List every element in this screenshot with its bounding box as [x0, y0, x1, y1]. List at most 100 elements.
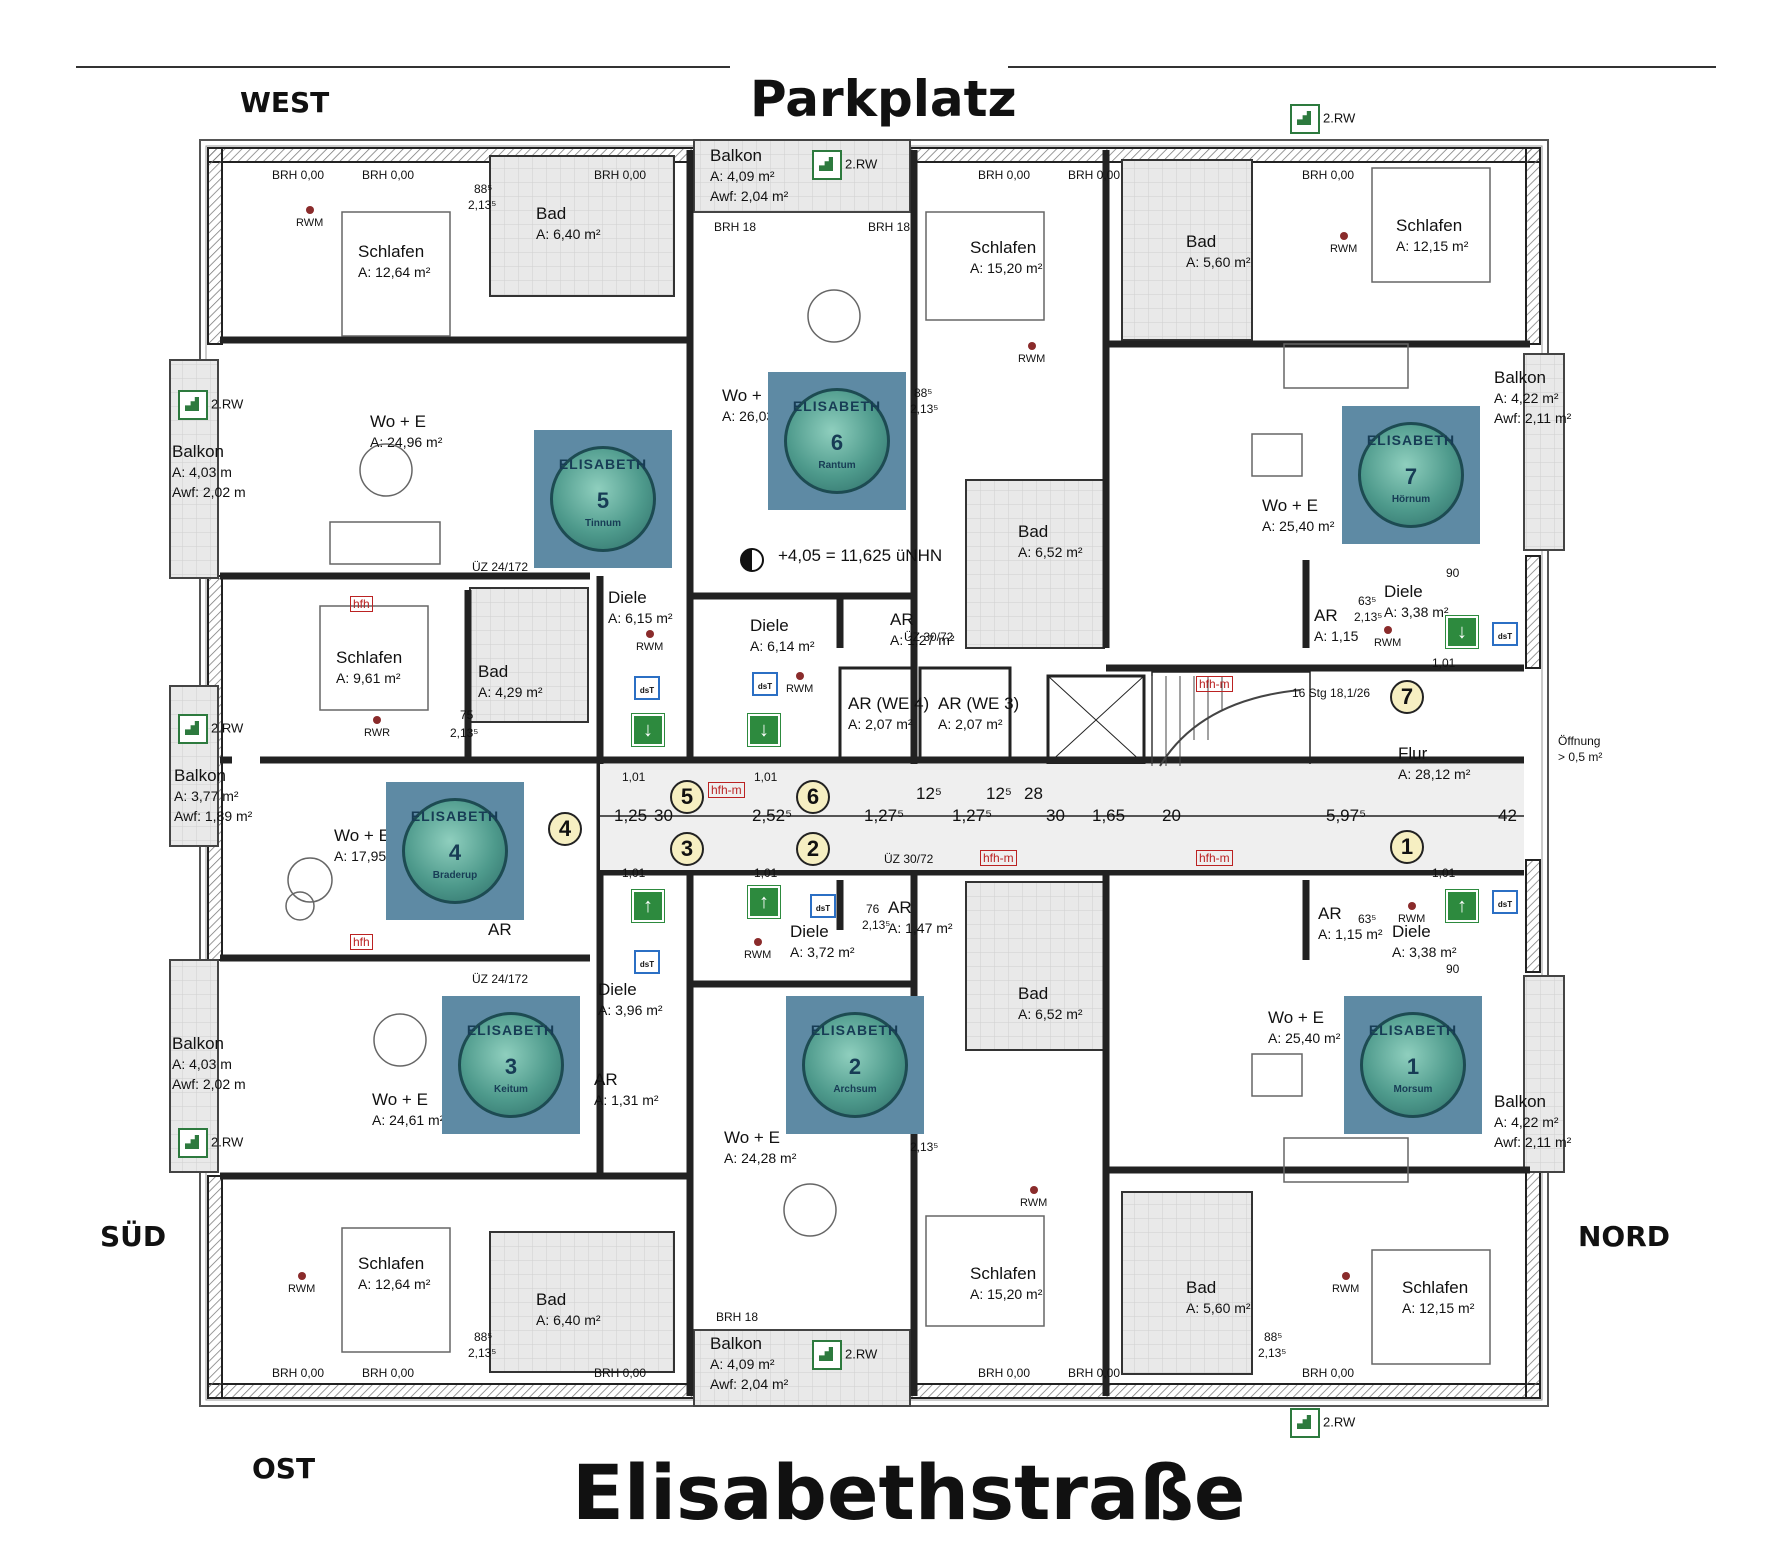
- room-area: A: 5,60 m²: [1186, 254, 1251, 270]
- brh-label: BRH 0,00: [978, 1366, 1031, 1380]
- heater-label: hfh-m: [1196, 850, 1233, 866]
- lintel-label: ÜZ 30/72: [884, 852, 934, 866]
- escape-window-icon: [178, 390, 208, 420]
- room-awf: Awf: 2,11 m²: [1494, 1134, 1572, 1150]
- height-label: 88⁵: [474, 182, 493, 196]
- room-area: A: 2,07 m²: [938, 716, 1003, 732]
- compass-sued: SÜD: [100, 1220, 167, 1253]
- elevation-label: +4,05 = 11,625 üNHN: [778, 546, 943, 565]
- door-width-label: 1,01: [1432, 656, 1456, 670]
- room-name: Balkon: [1494, 1092, 1546, 1111]
- room-name: Schlafen: [970, 1264, 1037, 1283]
- height-label: 2,13⁵: [910, 402, 939, 416]
- room-name: Diele: [598, 980, 637, 999]
- entrance-marker-5[interactable]: 5: [670, 780, 704, 814]
- compass-nord: NORD: [1578, 1220, 1671, 1253]
- escape-window-icon: [812, 150, 842, 180]
- room-name: Bad: [536, 1290, 567, 1309]
- brh-label: BRH 0,00: [594, 168, 647, 182]
- header-rule-left: [76, 66, 730, 68]
- heater-label: hfh-m: [1196, 676, 1233, 692]
- badge-place: Hörnum: [1391, 494, 1431, 505]
- badge-number: 6: [830, 430, 844, 455]
- smoke-detector: RWM: [1018, 342, 1045, 365]
- room-name: Schlafen: [970, 238, 1037, 257]
- badge-number: 5: [596, 488, 610, 513]
- room-name: Balkon: [1494, 368, 1546, 387]
- door-width-label: 1,01: [622, 866, 646, 880]
- height-label: 88⁵: [474, 1330, 493, 1344]
- entrance-marker-7[interactable]: 7: [1390, 680, 1424, 714]
- escape-route-balkon-4: 2.RW: [178, 714, 243, 744]
- dim-10: 1,65: [1092, 806, 1126, 825]
- entrance-marker-2[interactable]: 2: [796, 832, 830, 866]
- badge-place: Morsum: [1393, 1084, 1433, 1095]
- room-ar-we3: AR (WE 3)A: 2,07 m²: [938, 694, 1019, 734]
- lintel-label: ÜZ 24/172: [472, 560, 529, 574]
- room-area: A: 6,52 m²: [1018, 1006, 1083, 1022]
- smoke-detector: RWM: [786, 672, 813, 695]
- heater-label: hfh-m: [980, 850, 1017, 866]
- room-name: Schlafen: [1402, 1278, 1469, 1297]
- entrance-marker-1[interactable]: 1: [1390, 830, 1424, 864]
- room-area: A: 6,14 m²: [750, 638, 815, 654]
- room-name: Schlafen: [358, 1254, 425, 1273]
- entrance-marker-6[interactable]: 6: [796, 780, 830, 814]
- brh-label: BRH 18: [868, 220, 911, 234]
- elevation-marker: [740, 548, 764, 572]
- escape-window-icon: [1290, 1408, 1320, 1438]
- room-name: Bad: [1018, 984, 1049, 1003]
- room-area: A: 3,38 m²: [1392, 944, 1457, 960]
- escape-route-top-right: 2.RW: [1290, 104, 1355, 134]
- entrance-marker-3[interactable]: 3: [670, 832, 704, 866]
- dim-6: 1,27⁵: [952, 806, 993, 825]
- room-area: A: 15,20 m²: [970, 1286, 1043, 1302]
- room-area: A: 3,72 m²: [790, 944, 855, 960]
- badge-disc: [1358, 422, 1464, 528]
- smoke-detector: RWM: [1398, 902, 1425, 925]
- height-label: 63⁵: [1358, 912, 1377, 926]
- height-label: 88⁵: [914, 386, 933, 400]
- room-name: Bad: [1186, 1278, 1217, 1297]
- smoke-detector: RWM: [744, 938, 771, 961]
- badge-place: Archsum: [833, 1084, 877, 1095]
- street-elisabethstrasse: Elisabethstraße: [572, 1448, 1246, 1537]
- exit-arrow-down-icon: ↓: [747, 713, 781, 747]
- smoke-detector: RWM: [1332, 1272, 1359, 1295]
- room-name: AR: [1318, 904, 1342, 923]
- room-name: AR (WE 4): [848, 694, 930, 713]
- room-name: Wo + E: [724, 1128, 780, 1147]
- room-area: A: 17,95: [334, 848, 387, 864]
- brh-label: BRH 0,00: [594, 1366, 647, 1380]
- badge-brand: ELISABETH: [792, 398, 882, 414]
- entrance-marker-4[interactable]: 4: [548, 812, 582, 846]
- room-area: A: 6,15 m²: [608, 610, 673, 626]
- room-area: A: 6,40 m²: [536, 1312, 601, 1328]
- heater-label: hfh-m: [708, 782, 745, 798]
- stair-label: 16 Stg 18,1/26: [1292, 686, 1371, 700]
- badge-brand: ELISABETH: [410, 808, 500, 824]
- header-rule-right: [1008, 66, 1716, 68]
- badge-place: Keitum: [494, 1084, 528, 1095]
- escape-route-balkon-3: 2.RW: [178, 1128, 243, 1158]
